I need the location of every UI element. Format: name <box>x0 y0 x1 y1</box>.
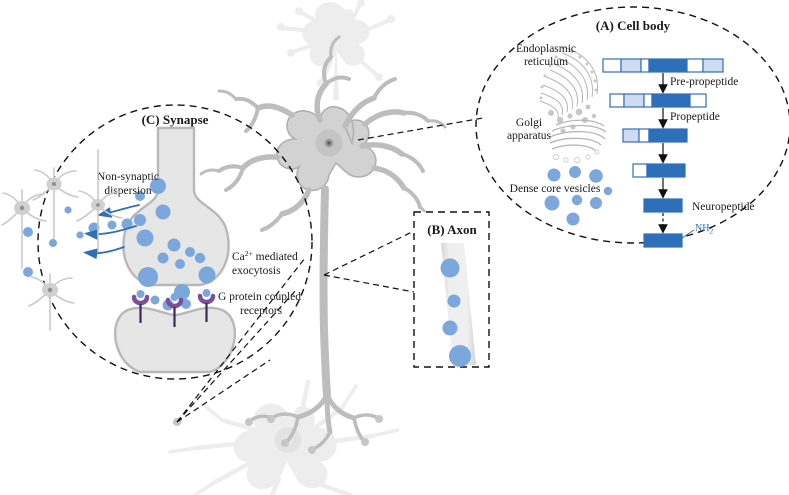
er-label-line1: Endoplasmic <box>516 43 576 55</box>
label-pre-propeptide: Pre-propeptide <box>670 76 738 88</box>
peptide-bar-amidated <box>643 229 695 248</box>
leader-soma-to-panel-a <box>357 117 484 141</box>
receptor-1 <box>131 290 150 323</box>
presynaptic-terminal <box>122 126 230 287</box>
label-propeptide: Propeptide <box>670 111 720 123</box>
er-ribosomes <box>539 46 598 134</box>
golgi-apparatus-icon <box>549 119 607 152</box>
non-synaptic-dispersion-line2: dispersion <box>104 185 152 197</box>
golgi-label-line1: Golgi <box>516 117 542 129</box>
panel-a-cell-body: (A) Cell body Endoplasmic reticulum <box>357 6 789 248</box>
peptide-bar-propeptide <box>609 93 707 108</box>
dense-core-vesicles-label: Dense core vesicles <box>510 183 601 195</box>
panel-a-title: (A) Cell body <box>596 18 671 33</box>
gpcr-label-line1: G protein coupled <box>218 291 301 303</box>
panel-c-synapse: (C) Synapse <box>37 104 313 423</box>
peptide-pathway: Pre-propeptide Propeptide <box>602 58 755 248</box>
peptide-bar-neuropeptide <box>643 198 683 213</box>
receptor-3 <box>197 289 216 322</box>
panel-c-outline <box>37 104 313 380</box>
ca-exocytosis-line2: exocytosis <box>232 265 281 277</box>
er-label-line2: reticulum <box>524 56 568 68</box>
network-vesicles <box>23 206 72 277</box>
gpcr-label-line2: receptors <box>240 305 283 317</box>
peptide-bar-step3 <box>622 128 688 143</box>
ca-exocytosis-line1: Ca2+ mediated <box>232 249 298 263</box>
g-protein-coupled-receptors <box>131 289 216 327</box>
amide-label: NH2 <box>695 223 713 236</box>
peptide-bar-pre-propeptide <box>602 58 724 73</box>
peptide-bar-step4 <box>632 163 686 178</box>
golgi-label-line2: apparatus <box>507 130 552 142</box>
panel-c-title: (C) Synapse <box>142 112 209 127</box>
panel-b-title: (B) Axon <box>427 222 477 237</box>
label-neuropeptide: Neuropeptide <box>692 201 755 213</box>
receptor-2 <box>165 293 184 327</box>
background-neuron-top <box>277 0 395 100</box>
non-synaptic-dispersion-line1: Non-synaptic <box>97 171 159 183</box>
axon-vesicles <box>440 258 471 367</box>
golgi-vesicles <box>552 149 600 164</box>
panel-a-outline <box>475 6 789 244</box>
presynaptic-vesicles <box>138 238 216 287</box>
dispersion-arrows <box>82 204 140 260</box>
panel-b-axon: (B) Axon <box>323 211 490 368</box>
leader-axon-to-panel-b <box>323 230 415 293</box>
dense-core-vesicles-icon <box>544 166 613 226</box>
neuron-network-left <box>1 149 123 331</box>
leader-terminal-to-panel-c <box>176 257 306 423</box>
